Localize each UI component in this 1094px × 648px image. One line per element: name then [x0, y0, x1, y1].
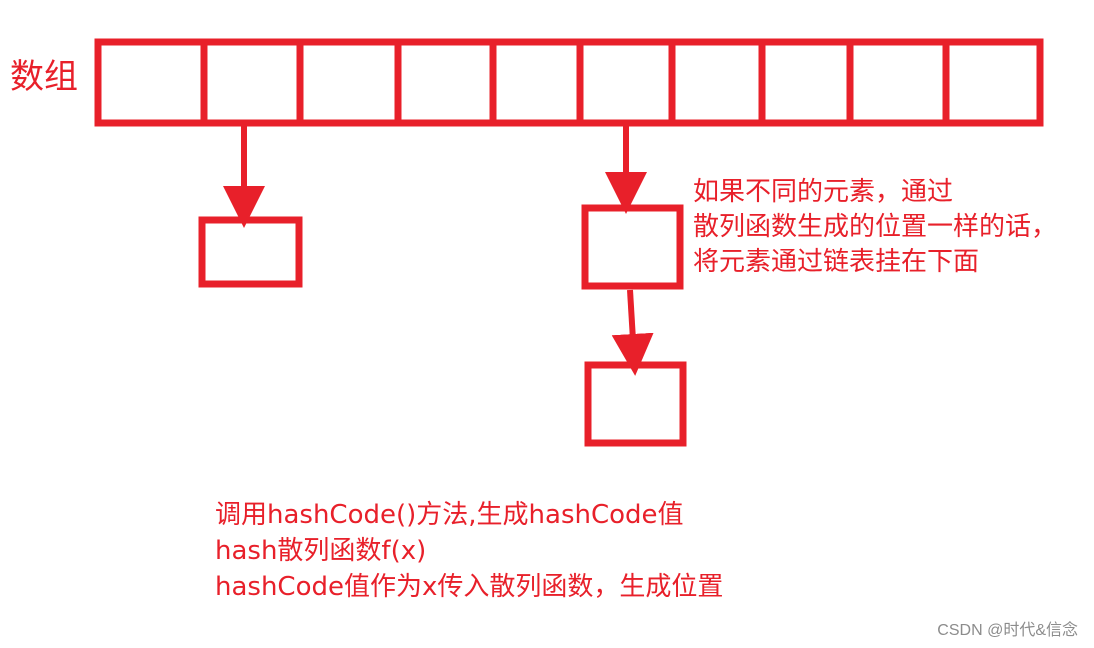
explanation-line: hashCode值作为x传入散列函数，生成位置 [215, 572, 724, 602]
hash-explanation: 调用hashCode()方法,生成hashCode值 hash散列函数f(x) … [215, 497, 723, 605]
explanation-line: hash散列函数f(x) [215, 536, 427, 566]
array-label: 数组 [10, 57, 78, 97]
note-line: 散列函数生成的位置一样的话， [693, 212, 1058, 242]
note-line: 将元素通过链表挂在下面 [693, 247, 980, 277]
note-line: 如果不同的元素，通过 [693, 177, 954, 207]
array-outline [94, 38, 1044, 127]
array-bucket-row [94, 38, 1044, 127]
watermark: CSDN @时代&信念 [937, 622, 1078, 639]
linked-node-box [581, 204, 684, 290]
collision-note: 如果不同的元素，通过 散列函数生成的位置一样的话， 将元素通过链表挂在下面 [693, 175, 1057, 280]
explanation-line: 调用hashCode()方法,生成hashCode值 [215, 500, 684, 530]
chain-arrow [611, 289, 654, 376]
linked-node-box [198, 216, 303, 288]
linked-node-box [584, 361, 687, 447]
